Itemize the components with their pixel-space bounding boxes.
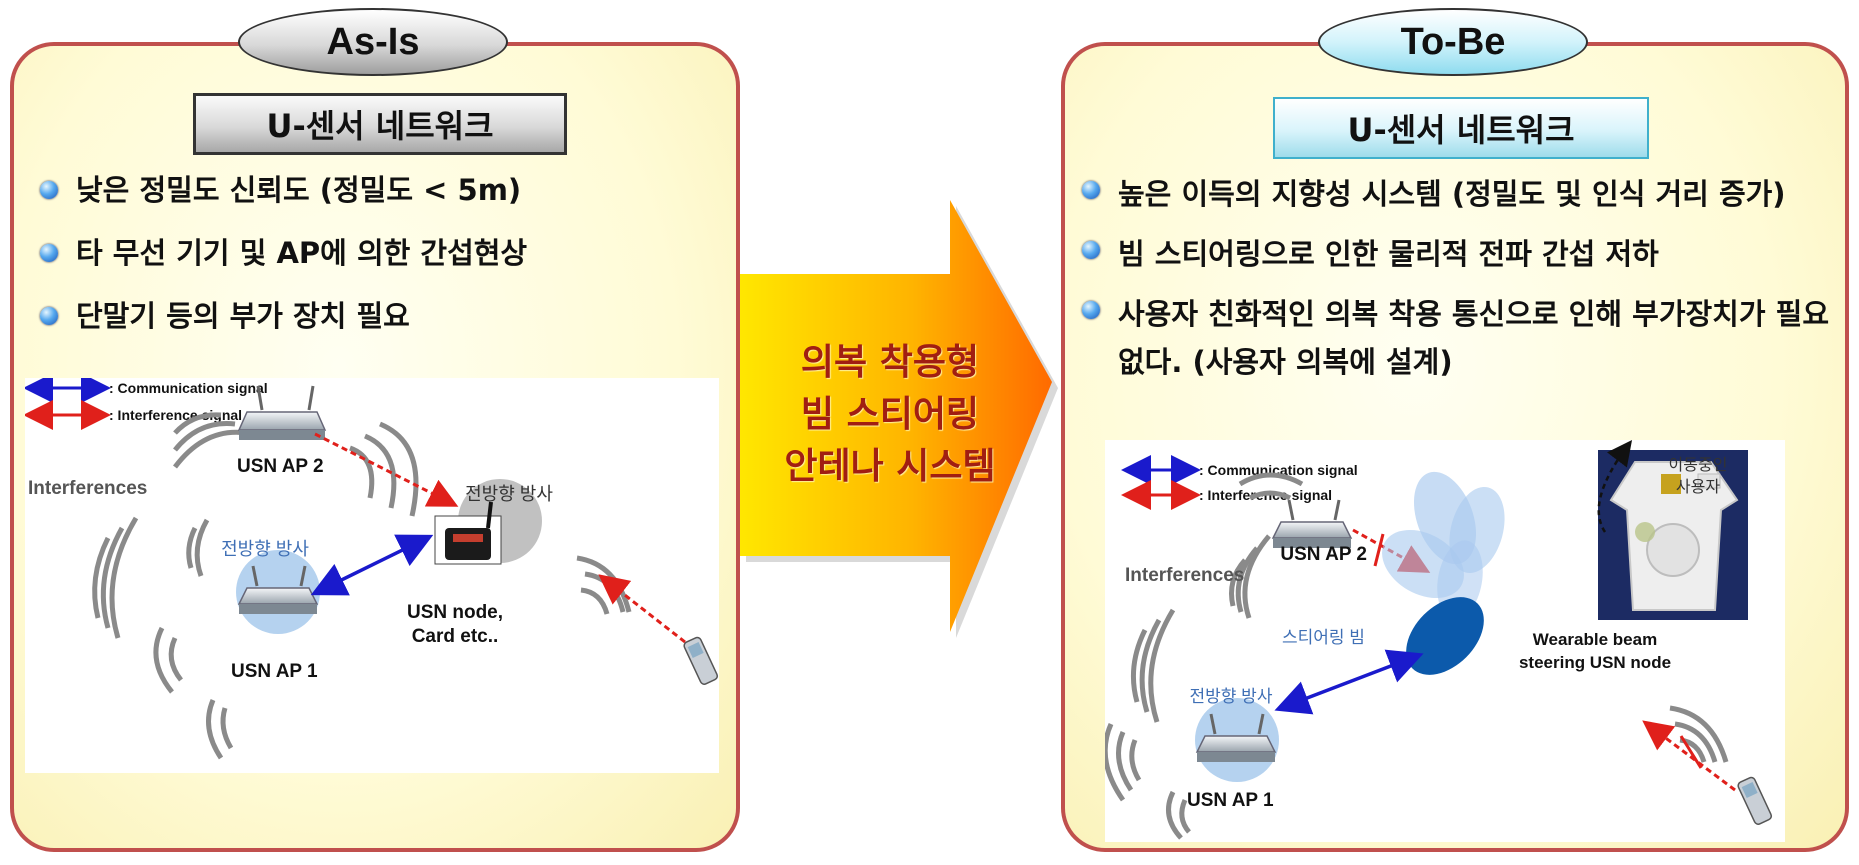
bullet-icon: [1082, 301, 1100, 319]
bullet-text: 타 무선 기기 및 AP에 의한 간섭현상: [76, 236, 528, 270]
to-be-subtitle: U-센서 네트워크: [1273, 97, 1649, 159]
interference-arrow: [314, 432, 459, 507]
blocked-mark: [1373, 533, 1385, 567]
ap1-label: USN AP 1: [231, 661, 318, 682]
center-line: 의복 착용형: [800, 342, 980, 383]
center-line: 빔 스티어링: [800, 394, 980, 435]
ap2-label: USN AP 2: [1280, 544, 1367, 565]
bullet-text: 높은 이득의 지향성 시스템 (정밀도 및 인식 거리 증가): [1118, 177, 1786, 211]
interferences-label: Interferences: [1125, 565, 1244, 586]
to-be-bullet-list: 높은 이득의 지향성 시스템 (정밀도 및 인식 거리 증가) 빔 스티어링으로…: [1080, 170, 1840, 398]
bullet-icon: [40, 244, 58, 262]
bullet-text: 사용자 친화적인 의복 착용 통신으로 인해 부가장치가 필요 없다. (사용자…: [1118, 297, 1829, 379]
garment-photo: [1598, 450, 1748, 620]
usn-node-device-icon: [434, 501, 502, 565]
bullet-icon: [40, 181, 58, 199]
list-item: 사용자 친화적인 의복 착용 통신으로 인해 부가장치가 필요 없다. (사용자…: [1080, 290, 1840, 386]
as-is-bullet-list: 낮은 정밀도 신뢰도 (정밀도 < 5m) 타 무선 기기 및 AP에 의한 간…: [38, 170, 698, 359]
signal-wave-icon: [92, 412, 632, 760]
to-be-network-figure: : Communication signal : Interference si…: [1102, 440, 1785, 842]
omni-radiation-label: 전방향 방사: [1190, 687, 1273, 706]
list-item: 낮은 정밀도 신뢰도 (정밀도 < 5m): [38, 170, 698, 233]
as-is-network-figure: : Communication signal : Interference si…: [23, 373, 719, 773]
bullet-text: 단말기 등의 부가 장치 필요: [76, 299, 410, 333]
ap2-label: USN AP 2: [237, 456, 324, 477]
interference-arrow: [598, 574, 686, 644]
ap1-label: USN AP 1: [1187, 790, 1274, 811]
legend-interference-label: : Interference signal: [109, 407, 242, 423]
as-is-subtitle: U-센서 네트워크: [193, 93, 567, 155]
omni-radiation-label: 전방향 방사: [221, 539, 309, 559]
bullet-icon: [40, 307, 58, 325]
as-is-header: As-Is: [238, 8, 508, 76]
router-icon: [1271, 499, 1353, 548]
bullet-text: 빔 스티어링으로 인한 물리적 전파 간섭 저하: [1118, 237, 1659, 271]
legend-comm-label: : Communication signal: [1199, 462, 1358, 478]
center-line: 안테나 시스템: [784, 446, 996, 487]
center-arrow-label: 의복 착용형 빔 스티어링 안테나 시스템: [745, 337, 1035, 493]
communication-arrow: [310, 534, 434, 596]
beam-lobe-icon: [1382, 471, 1505, 675]
moving-user-label: 사용자: [1676, 478, 1720, 496]
list-item: 높은 이득의 지향성 시스템 (정밀도 및 인식 거리 증가): [1080, 170, 1840, 218]
wearable-node-label: Wearable beam: [1533, 630, 1657, 649]
blocked-mark: [1679, 735, 1703, 769]
movement-arrow: [1597, 440, 1633, 533]
node-label-line1: USN node,: [407, 602, 503, 623]
wearable-node-label: steering USN node: [1519, 653, 1671, 672]
omni-radiation-label: 전방향 방사: [465, 484, 553, 504]
legend-comm-label: : Communication signal: [109, 380, 268, 396]
transition-arrow: [740, 200, 1058, 638]
node-label-line2: Card etc..: [412, 626, 499, 647]
list-item: 단말기 등의 부가 장치 필요: [38, 296, 698, 359]
cellphone-icon: [1737, 776, 1773, 825]
interferences-label: Interferences: [28, 478, 147, 499]
to-be-header: To-Be: [1318, 8, 1588, 76]
bullet-icon: [1082, 181, 1100, 199]
bullet-text: 낮은 정밀도 신뢰도 (정밀도 < 5m): [76, 173, 522, 207]
interference-arrow: [1642, 720, 1736, 792]
cellphone-icon: [683, 636, 719, 685]
signal-wave-icon: [1102, 472, 1729, 840]
list-item: 타 무선 기기 및 AP에 의한 간섭현상: [38, 233, 698, 296]
router-icon: [237, 565, 319, 614]
bullet-icon: [1082, 241, 1100, 259]
steering-beam-label: 스티어링 빔: [1282, 628, 1365, 647]
moving-user-label: 이동중인: [1669, 456, 1728, 474]
list-item: 빔 스티어링으로 인한 물리적 전파 간섭 저하: [1080, 230, 1840, 278]
communication-arrow: [1274, 649, 1424, 715]
router-icon: [237, 385, 327, 440]
router-icon: [1195, 713, 1277, 762]
